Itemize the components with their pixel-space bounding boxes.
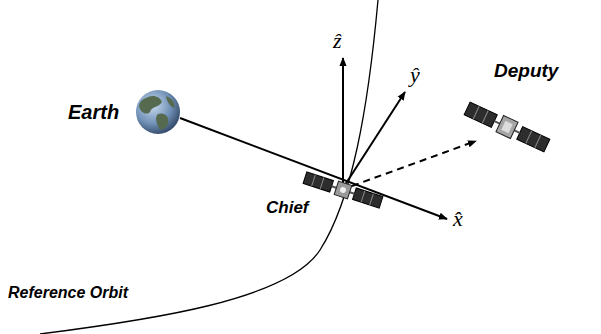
deputy-label: Deputy	[494, 60, 558, 83]
reference-orbit	[40, 0, 378, 334]
chief-satellite	[303, 171, 383, 209]
chief-label: Chief	[266, 198, 309, 218]
z-axis-label: ẑ	[333, 28, 342, 54]
x-axis-label: x̂	[453, 206, 463, 232]
deputy-satellite	[463, 100, 550, 154]
orbit-label: Reference Orbit	[8, 283, 128, 302]
relative-position-arrow	[352, 141, 476, 186]
y-axis-arrow	[343, 92, 405, 188]
earth-globe	[136, 90, 180, 134]
z-axis-arrow	[342, 58, 344, 188]
x-axis-arrow	[180, 118, 447, 219]
earth-label: Earth	[68, 100, 119, 124]
y-axis-label: ŷ	[410, 62, 420, 88]
